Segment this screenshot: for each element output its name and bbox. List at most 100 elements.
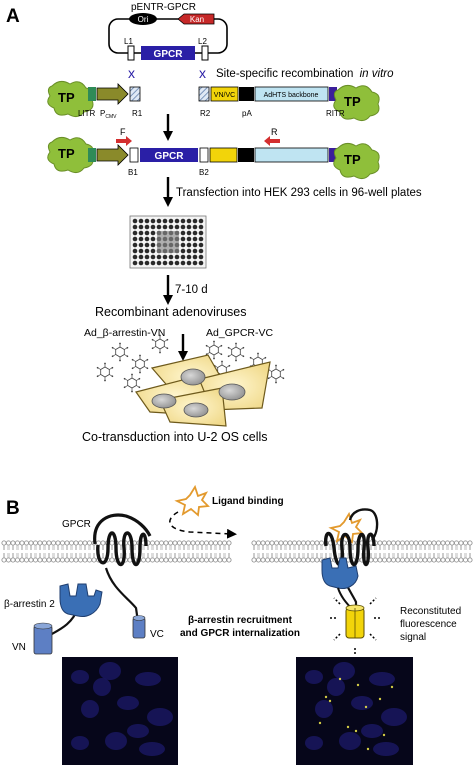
- fluorescence-spot: [378, 697, 382, 701]
- b2-site: [199, 147, 209, 163]
- product-gpcr: [140, 148, 198, 162]
- gpcr-right: [321, 508, 379, 615]
- well: [132, 224, 138, 230]
- nucleus-stain: [305, 670, 323, 684]
- well: [198, 260, 204, 266]
- gpcr-left-helices: [96, 531, 148, 567]
- well: [192, 242, 198, 248]
- gpcr-insert-label: GPCR: [154, 49, 184, 60]
- well: [150, 254, 156, 260]
- adenovirus-icon: [151, 334, 169, 354]
- product-pcmv: [96, 144, 129, 166]
- product-tp-left-label: TP: [58, 146, 75, 161]
- product-tp-left: [47, 136, 94, 174]
- well: [162, 254, 168, 260]
- vc-tag: [132, 615, 146, 639]
- ad-gpcr-label: Ad_GPCR-VC: [206, 327, 274, 339]
- gpcr-left-ntail: [93, 513, 152, 545]
- membrane-right: [251, 540, 473, 563]
- ligand-arrow: [169, 511, 237, 539]
- gpcr-left-ctail: [104, 567, 140, 623]
- nucleus-stain: [81, 700, 99, 718]
- well: [174, 260, 180, 266]
- well: [150, 230, 156, 236]
- panel-b-label: B: [6, 498, 20, 519]
- l1-site: [127, 45, 135, 61]
- l2-label: L2: [198, 37, 207, 46]
- well: [198, 254, 204, 260]
- nucleus-stain: [93, 678, 111, 696]
- bound-arrestin-shape: [321, 557, 359, 589]
- well-plate-96: [129, 215, 207, 269]
- well: [150, 248, 156, 254]
- well: [156, 260, 162, 266]
- nucleus-1: [180, 368, 206, 386]
- fluorescence-spot: [328, 699, 332, 703]
- backbone-element: [254, 86, 329, 102]
- r2-site: [198, 86, 210, 102]
- nucleus-stain: [327, 678, 345, 696]
- tp-right-label: TP: [344, 94, 361, 109]
- adenovirus-icon: [267, 364, 285, 384]
- u2os-cells: [135, 354, 271, 427]
- recruit-line2: and GPCR internalization: [180, 628, 300, 639]
- gpcr-right-ntail: [348, 508, 379, 541]
- well: [192, 218, 198, 224]
- fluorescence-spot: [338, 677, 342, 681]
- well: [180, 260, 186, 266]
- nucleus-2: [218, 383, 246, 401]
- wells: [132, 218, 204, 266]
- product-gpcr-label: GPCR: [155, 151, 185, 162]
- well: [162, 260, 168, 266]
- ritr-label: RITR: [326, 109, 345, 118]
- nucleus-stain: [71, 670, 89, 684]
- adenovirus-icon: [227, 342, 245, 362]
- well: [138, 236, 144, 242]
- product-tp-right: [333, 142, 380, 180]
- crossover-right: x: [199, 65, 206, 81]
- b1-label: B1: [128, 168, 138, 177]
- well: [132, 242, 138, 248]
- well: [138, 218, 144, 224]
- product-vnvc: [209, 147, 238, 163]
- well: [186, 218, 192, 224]
- well: [150, 236, 156, 242]
- well: [174, 254, 180, 260]
- well: [198, 218, 204, 224]
- ligand-star-icon: [174, 484, 210, 517]
- signal-line2: fluorescence: [400, 619, 457, 630]
- nucleus-stain: [315, 700, 333, 718]
- ritr-element: [329, 87, 337, 101]
- well: [144, 260, 150, 266]
- well: [144, 230, 150, 236]
- ori-element: [129, 13, 157, 25]
- arrestin-shape: [59, 583, 103, 617]
- well: [180, 242, 186, 248]
- gpcr-insert: [141, 46, 195, 60]
- adenovirus-icon: [205, 340, 223, 360]
- litr-label: LITR: [78, 109, 96, 118]
- recombination-text: Site-specific recombination in vitro: [216, 68, 394, 80]
- well: [186, 224, 192, 230]
- nucleus-stain: [147, 708, 173, 726]
- well: [192, 224, 198, 230]
- b2-label: B2: [199, 168, 209, 177]
- adenovirus-icon: [111, 342, 129, 362]
- well: [180, 218, 186, 224]
- l1-label: L1: [124, 37, 133, 46]
- ad-arrestin-label: Ad_β-arrestin-VN: [84, 327, 165, 339]
- adenovirus-icon: [123, 373, 141, 393]
- nucleus-stain: [117, 696, 139, 710]
- well: [198, 224, 204, 230]
- well: [186, 254, 192, 260]
- vnvc-label: VN/VC: [214, 92, 235, 99]
- nucleus-stain: [333, 662, 355, 680]
- product-ritr: [329, 148, 337, 162]
- well: [180, 230, 186, 236]
- fluorescence-spot: [354, 729, 358, 733]
- well: [168, 218, 174, 224]
- fluorescence-spot: [318, 721, 322, 725]
- well: [132, 260, 138, 266]
- nucleus-3: [151, 393, 177, 409]
